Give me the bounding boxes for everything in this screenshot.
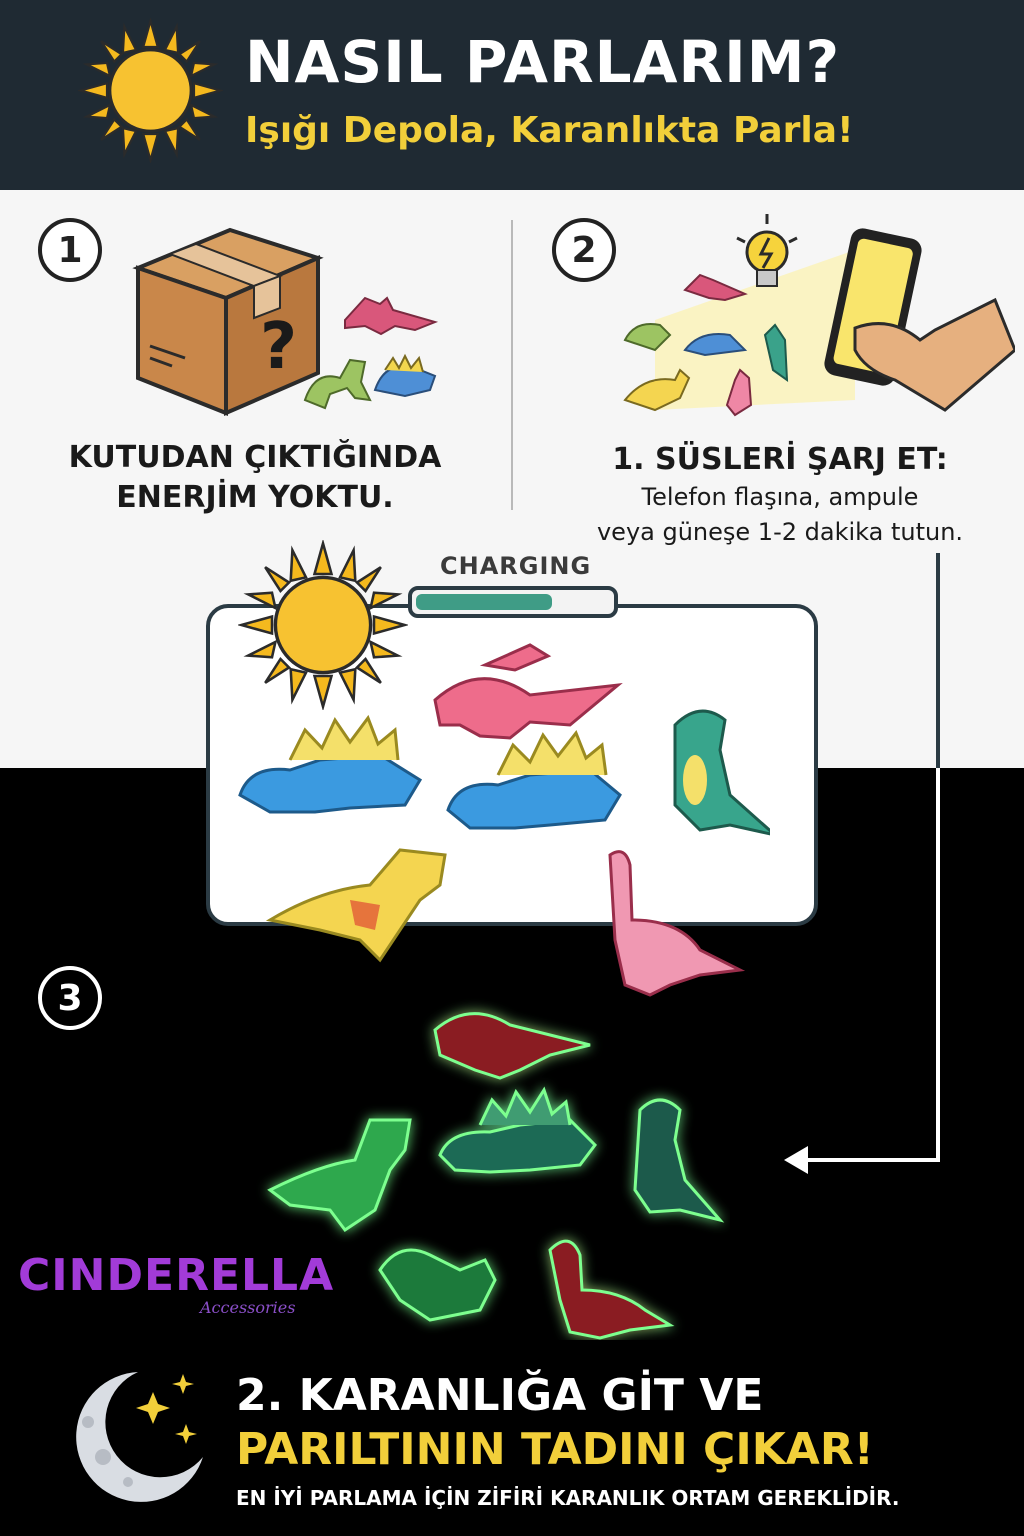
bottom-title-line-2: PARILTININ TADINI ÇIKAR! xyxy=(236,1424,874,1475)
step-divider xyxy=(511,220,513,510)
step-1-line-2: ENERJİM YOKTU. xyxy=(116,480,394,515)
flow-arrow-line-horizontal xyxy=(800,1158,940,1162)
glowing-dinos-illustration xyxy=(267,1012,725,1340)
page-title: NASIL PARLARIM? xyxy=(245,28,841,96)
step-2-line-2: veya güneşe 1-2 dakika tutun. xyxy=(596,518,964,546)
charged-dinos-illustration xyxy=(238,643,770,997)
charging-label: CHARGING xyxy=(440,552,592,580)
step-2-line-1: Telefon flaşına, ampule xyxy=(641,483,919,511)
arrow-left-icon xyxy=(784,1146,808,1174)
phone-flash-illustration xyxy=(623,214,1015,417)
sun-icon xyxy=(238,540,408,710)
step-1-line-1: KUTUDAN ÇIKTIĞINDA xyxy=(68,440,442,475)
bottom-note: EN İYİ PARLAMA İÇİN ZİFİRİ KARANLIK ORTA… xyxy=(236,1486,900,1510)
header-banner: NASIL PARLARIM? Işığı Depola, Karanlıkta… xyxy=(0,0,1024,190)
step-1-text: KUTUDAN ÇIKTIĞINDA ENERJİM YOKTU. xyxy=(45,438,465,518)
brand-logo: CINDERELLA xyxy=(18,1250,335,1301)
step-3-badge: 3 xyxy=(38,966,102,1030)
lightbulb-icon xyxy=(736,214,798,287)
step-2-badge: 2 xyxy=(552,218,616,282)
sun-icon xyxy=(78,18,223,163)
charging-progress-bar xyxy=(408,586,618,618)
charging-progress-fill xyxy=(416,594,552,610)
uncharged-dinos-icon xyxy=(303,296,439,410)
box-icon: ? xyxy=(132,227,324,417)
step-1-badge: 1 xyxy=(38,218,102,282)
svg-text:?: ? xyxy=(260,310,297,384)
flow-arrow-line xyxy=(936,553,940,1161)
page-subtitle: Işığı Depola, Karanlıkta Parla! xyxy=(245,110,854,151)
star-icon xyxy=(136,1374,197,1444)
moon-icon xyxy=(76,1372,203,1502)
bottom-title-line-1: 2. KARANLIĞA GİT VE xyxy=(236,1370,764,1421)
step-2-description: Telefon flaşına, ampule veya güneşe 1-2 … xyxy=(560,480,1000,550)
brand-tagline: Accessories xyxy=(200,1298,296,1317)
flow-arrow-line-top xyxy=(936,553,940,768)
step-2-title: 1. SÜSLERİ ŞARJ ET: xyxy=(612,442,948,477)
